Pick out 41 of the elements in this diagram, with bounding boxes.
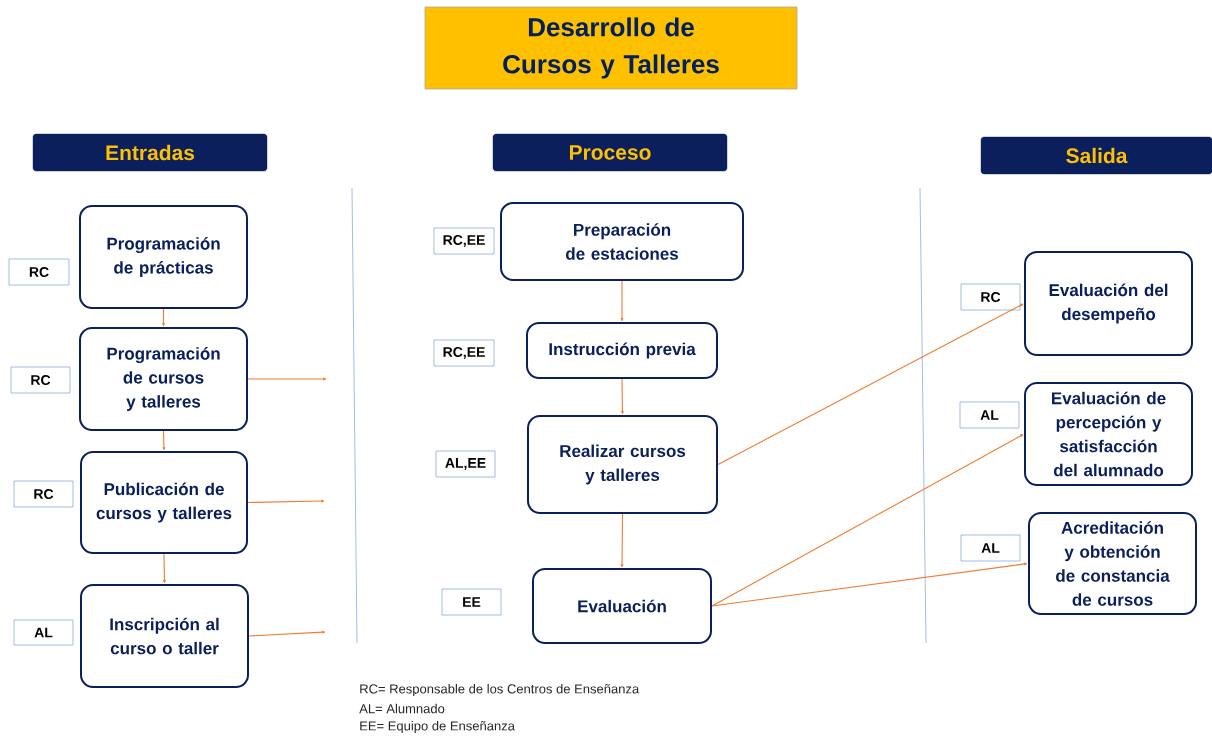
arrow <box>711 562 1028 607</box>
process-box: Preparación de estaciones <box>500 202 744 281</box>
arrow <box>163 553 166 584</box>
role-tag: AL <box>959 401 1020 429</box>
role-tag: RC,EE <box>433 339 495 367</box>
process-box: Acreditación y obtención de constancia de cursos <box>1028 512 1197 615</box>
title-box: Desarrollo de Cursos y Talleres <box>424 6 798 90</box>
process-box: Evaluación de percepción y satisfacción del alumnado <box>1024 382 1193 486</box>
arrow <box>717 303 1024 466</box>
process-box: Programación de cursos y talleres <box>79 327 248 431</box>
arrow <box>620 513 624 568</box>
process-box: Publicación de cursos y talleres <box>80 451 248 554</box>
column-header: Entradas <box>32 133 268 172</box>
column-header: Salida <box>980 136 1212 175</box>
arrow <box>162 308 165 327</box>
arrow <box>247 499 325 504</box>
role-tag: EE <box>441 588 502 616</box>
process-box: Inscripción al curso o taller <box>80 584 249 688</box>
role-tag: AL,EE <box>435 450 496 478</box>
role-tag: AL <box>13 619 74 646</box>
process-box: Realizar cursos y talleres <box>527 415 718 514</box>
process-box: Evaluación del desempeño <box>1024 251 1193 356</box>
column-header: Proceso <box>492 133 728 172</box>
role-tag: RC <box>13 480 74 508</box>
arrow <box>711 434 1024 607</box>
role-tag: RC,EE <box>433 227 495 255</box>
arrow <box>162 430 166 451</box>
legend-note: AL= Alumnado <box>359 703 445 714</box>
role-tag: AL <box>960 534 1021 562</box>
arrow <box>621 378 624 415</box>
arrow <box>248 630 326 637</box>
process-box: Programación de prácticas <box>79 205 248 309</box>
role-tag: RC <box>10 366 71 394</box>
legend-note: EE= Equipo de Enseñanza <box>360 720 515 734</box>
arrow <box>620 280 624 322</box>
process-box: Instrucción previa <box>526 322 718 379</box>
process-box: Evaluación <box>532 568 712 644</box>
arrow <box>247 377 327 381</box>
role-tag: RC <box>960 283 1021 311</box>
legend-note: RC= Responsable de los Centros de Enseñanza <box>360 683 640 697</box>
role-tag: RC <box>8 258 70 286</box>
